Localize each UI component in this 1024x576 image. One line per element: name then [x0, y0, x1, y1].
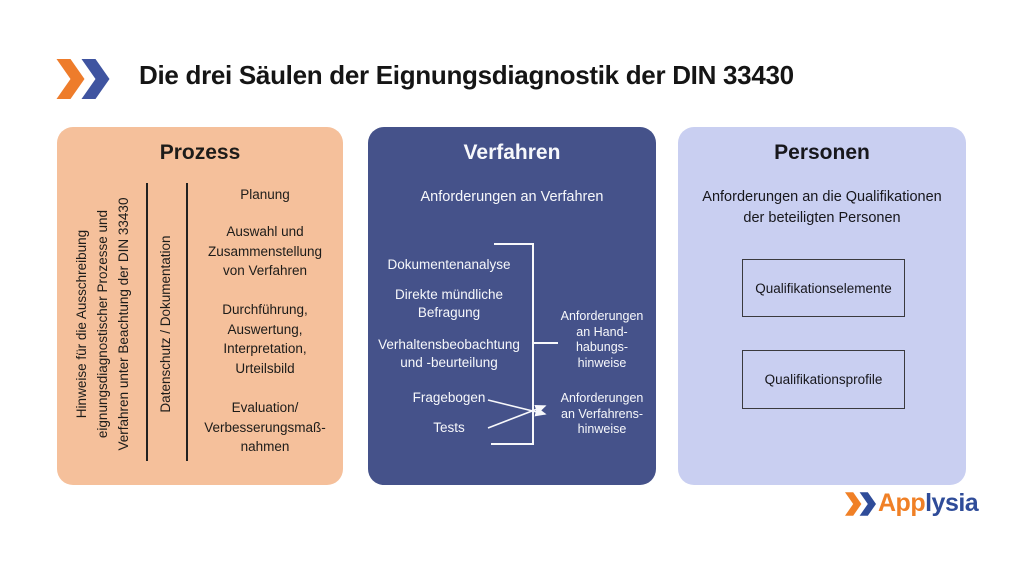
pillar-personen-header: Personen [774, 141, 870, 164]
qualifikationselemente-box: Qualifikationselemente [742, 259, 905, 317]
prozess-step: Auswahl und Zusammenstellung von Verfahr… [207, 224, 323, 278]
page-title: Die drei Säulen der Eignungsdiagnostik d… [139, 60, 794, 90]
prozess-rotated-note: Hinweise für die Ausschreibung eignungsd… [71, 178, 135, 470]
personen-subtitle: Anforderungen an die Qualifikationen der… [702, 189, 942, 226]
verfahren-method: Tests [433, 420, 465, 435]
prozess-step: Durchführung, Auswertung, Interpretation… [222, 302, 308, 376]
prozess-step: Evaluation/ Verbesserungsmaß- nahmen [204, 400, 326, 454]
qualifikationsprofile-box: Qualifikationsprofile [742, 350, 905, 409]
procedure-requirements-note: Anforderungen an Verfahrens- hinweise [560, 391, 644, 436]
verfahren-method: Fragebogen [412, 390, 486, 405]
rotated-note-line: eignungsdiagnostischer Prozesse und [95, 209, 110, 439]
handling-requirements-note: Anforderungen an Hand- habungs- hinweise [560, 309, 644, 370]
wordmark-blue-part: lysia [925, 489, 979, 517]
verfahren-connector-lines [487, 243, 558, 445]
brand-chevrons-icon [56, 59, 110, 104]
wordmark-orange-part: App [878, 489, 926, 517]
prozess-divider-line [186, 183, 188, 461]
rotated-note-line: Verfahren unter Beachtung der DIN 33430 [116, 197, 131, 451]
verfahren-method: Dokumentenanalyse [387, 257, 511, 272]
prozess-rotated-label: Datenschutz / Dokumentation [158, 235, 173, 413]
pillar-verfahren: Verfahren Anforderungen an Verfahren Dok… [368, 127, 656, 485]
verfahren-subtitle: Anforderungen an Verfahren [420, 189, 604, 205]
applysia-chevron-icon [845, 491, 876, 516]
verfahren-method: Direkte mündliche Befragung [394, 287, 504, 320]
rotated-note-line: Hinweise für die Ausschreibung [74, 229, 89, 419]
pillar-prozess-header: Prozess [159, 141, 241, 164]
applysia-wordmark: Applysia [878, 489, 979, 518]
applysia-logo: Applysia [845, 489, 979, 518]
tests-arrow [487, 404, 547, 429]
prozess-step: Planung [240, 187, 290, 202]
double-chevron-icon [56, 59, 110, 99]
prozess-divider-line [146, 183, 148, 461]
pillar-prozess: Prozess Hinweise für die Ausschreibung e… [57, 127, 343, 485]
pillar-personen: Personen Anforderungen an die Qualifikat… [678, 127, 966, 485]
pillar-verfahren-header: Verfahren [463, 141, 561, 164]
verfahren-method: Verhaltensbeobachtung und -beurteilung [378, 337, 520, 370]
